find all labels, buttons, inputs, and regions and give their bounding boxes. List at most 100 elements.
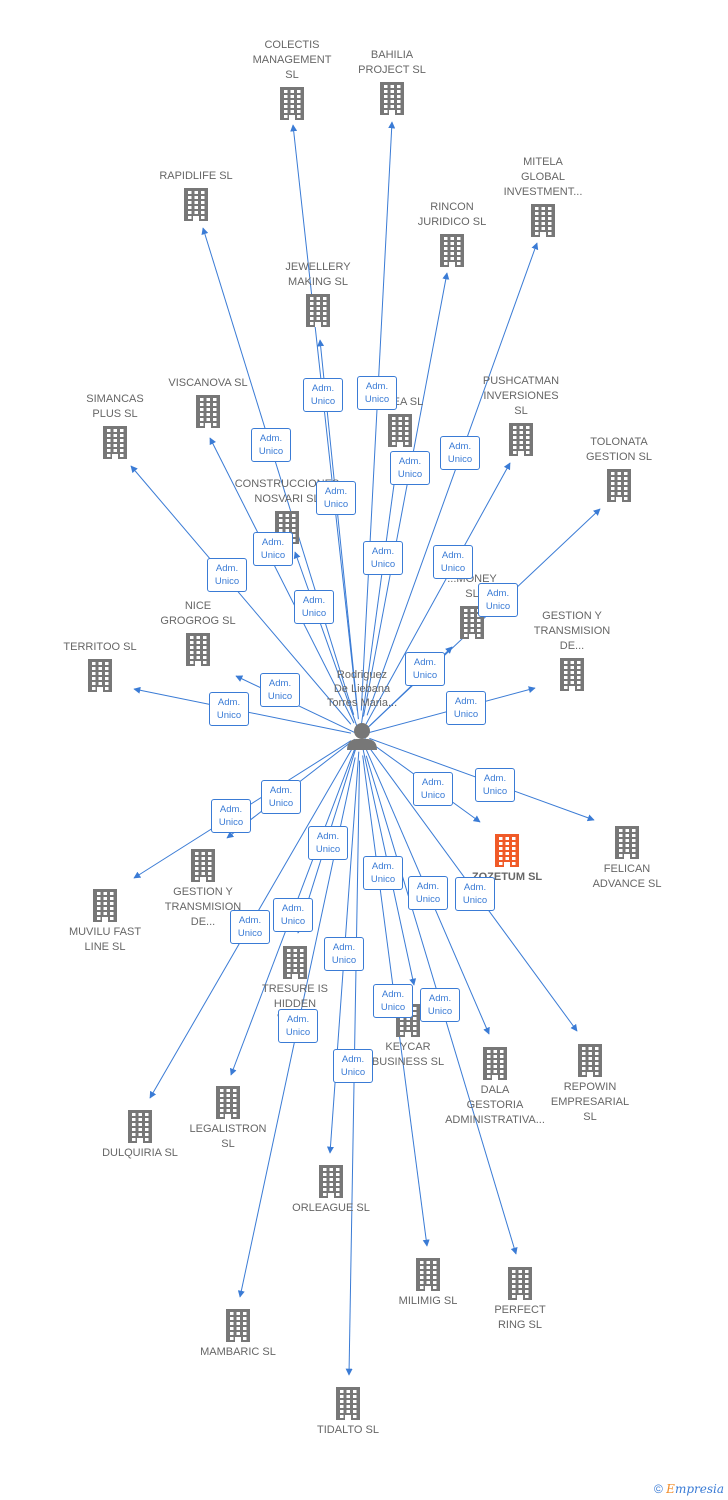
company-node[interactable]: NICE GROGROG SL: [143, 599, 253, 669]
adm-unico-badge[interactable]: Adm.Unico: [303, 378, 343, 412]
adm-unico-badge[interactable]: Adm.Unico: [261, 780, 301, 814]
adm-unico-badge[interactable]: Adm. Unico: [446, 691, 486, 725]
badge-line1: Adm.: [341, 1054, 365, 1065]
company-node[interactable]: CONSTRUCCIONES NOSVARI SL: [232, 477, 342, 547]
adm-unico-badge[interactable]: Adm.Unico: [211, 799, 251, 833]
company-label: DALA GESTORIA ADMINISTRATIVA...: [445, 1084, 545, 1126]
adm-unico-badge[interactable]: Adm.Unico: [333, 1049, 373, 1083]
company-label: VISCANOVA SL: [168, 377, 248, 389]
company-node[interactable]: SIMANCAS PLUS SL: [60, 392, 170, 462]
company-node[interactable]: ...MONEY SL: [417, 572, 527, 642]
adm-unico-badge[interactable]: Adm.Unico: [440, 436, 480, 470]
adm-unico-badge[interactable]: Adm.Unico: [294, 590, 334, 624]
adm-unico-badge[interactable]: Adm.Unico: [405, 652, 445, 686]
adm-unico-badge[interactable]: Adm.Unico: [324, 937, 364, 971]
badge-line2: Unico: [280, 916, 306, 927]
company-node[interactable]: RINCON JURIDICO SL: [397, 200, 507, 270]
adm-unico-badge[interactable]: Adm.Unico: [209, 692, 249, 726]
center-person-node[interactable]: Rodriguez De Liebana Torres Maria...: [307, 668, 417, 710]
company-node[interactable]: TOLONATA GESTION SL: [564, 435, 674, 505]
adm-unico-badge[interactable]: Adm.Unico: [363, 856, 403, 890]
company-node[interactable]: COLECTIS MANAGEMENT SL: [237, 38, 347, 123]
badge-line1: Adm.: [454, 696, 478, 707]
building-icon: [293, 1385, 403, 1421]
company-node[interactable]: LEGALISTRON SL: [173, 1082, 283, 1152]
badge-line1: Adm.: [261, 537, 285, 548]
company-node[interactable]: REPOWIN EMPRESARIAL SL: [535, 1040, 645, 1125]
adm-unico-badge[interactable]: Adm.Unico: [316, 481, 356, 515]
person-icon[interactable]: [347, 723, 377, 750]
adm-unico-badge[interactable]: Adm.Unico: [253, 532, 293, 566]
adm-unico-badge[interactable]: Adm.Unico: [363, 541, 403, 575]
badge-line2: Unico: [482, 786, 508, 797]
adm-unico-badge[interactable]: Adm.Unico: [308, 826, 348, 860]
adm-unico-badge[interactable]: Adm.Unico: [273, 898, 313, 932]
company-node[interactable]: MILIMIG SL: [373, 1254, 483, 1309]
company-node[interactable]: BAHILIA PROJECT SL: [337, 48, 447, 118]
company-node[interactable]: JEWELLERY MAKING SL: [263, 260, 373, 330]
company-node[interactable]: GESTION Y TRANSMISION DE...: [517, 609, 627, 694]
company-node[interactable]: PUSHCATMAN INVERSIONES SL: [466, 374, 576, 459]
adm-unico-badge[interactable]: Adm.Unico: [251, 428, 291, 462]
building-icon: [276, 1163, 386, 1199]
adm-unico-badge[interactable]: Adm.Unico: [357, 376, 397, 410]
adm-unico-badge[interactable]: Adm.Unico: [475, 768, 515, 802]
badge-line2: Unico: [380, 1002, 406, 1013]
adm-unico-badge[interactable]: Adm.Unico: [478, 583, 518, 617]
company-node[interactable]: MUVILU FAST LINE SL: [50, 885, 160, 955]
company-node[interactable]: MITELA GLOBAL INVESTMENT...: [488, 155, 598, 240]
badge-line2: Unico: [218, 817, 244, 828]
adm-unico-badge[interactable]: Adm.Unico: [408, 876, 448, 910]
company-node[interactable]: VISCANOVA SL: [153, 376, 263, 431]
building-icon: [397, 232, 507, 268]
building-icon: [85, 1108, 195, 1144]
copyright-symbol: ©: [653, 1482, 663, 1496]
company-node[interactable]: MAMBARIC SL: [183, 1305, 293, 1360]
badge-line1: Adm.: [413, 657, 437, 668]
adm-unico-badge[interactable]: Adm.Unico: [420, 988, 460, 1022]
adm-unico-badge[interactable]: Adm.Unico: [260, 673, 300, 707]
brand-logo[interactable]: Empresia: [666, 1482, 724, 1496]
company-node[interactable]: PERFECT RING SL: [465, 1263, 575, 1333]
company-node[interactable]: GESTION Y TRANSMISION DE...: [148, 845, 258, 930]
company-node[interactable]: TIDALTO SL: [293, 1383, 403, 1438]
company-node[interactable]: KEYCAR BUSINESS SL: [353, 1000, 463, 1070]
company-label: MITELA GLOBAL INVESTMENT...: [503, 156, 583, 198]
company-node[interactable]: DALA GESTORIA ADMINISTRATIVA...: [440, 1043, 550, 1128]
adm-unico-badge[interactable]: Adm.Unico: [207, 558, 247, 592]
center-person-label: Rodriguez De Liebana Torres Maria...: [326, 669, 398, 709]
adm-unico-badge[interactable]: Adm.Unico: [230, 910, 270, 944]
adm-unico-badge[interactable]: Adm.Unico: [390, 451, 430, 485]
company-label: RINCON JURIDICO SL: [417, 201, 487, 228]
building-icon: [148, 847, 258, 883]
edge-line: [360, 121, 396, 711]
company-node[interactable]: TERRITOO SL: [45, 640, 155, 695]
building-icon: [373, 1256, 483, 1292]
building-icon: [153, 393, 263, 429]
adm-unico-badge[interactable]: Adm.Unico: [413, 772, 453, 806]
badge-line1: Adm.: [398, 456, 422, 467]
company-node[interactable]: ZOZETUM SL: [452, 830, 562, 885]
badge-line2: Unico: [216, 710, 242, 721]
company-label: MAMBARIC SL: [200, 1346, 276, 1358]
adm-unico-badge[interactable]: Adm.Unico: [278, 1009, 318, 1043]
badge-line2: Unico: [301, 608, 327, 619]
badge-line2: Unico: [415, 894, 441, 905]
company-node[interactable]: TRESURE IS HIDDEN W... SL: [240, 942, 350, 1027]
badge-line1: Adm.: [371, 546, 395, 557]
adm-unico-badge[interactable]: Adm.Unico: [455, 877, 495, 911]
company-node[interactable]: ORLEAGUE SL: [276, 1161, 386, 1216]
adm-unico-badge[interactable]: Adm.Unico: [433, 545, 473, 579]
company-node[interactable]: DULQUIRIA SL: [85, 1106, 195, 1161]
adm-unico-badge[interactable]: Adm.Unico: [373, 984, 413, 1018]
badge-line2: Unico: [420, 790, 446, 801]
company-node[interactable]: FELICAN ADVANCE SL: [572, 822, 682, 892]
badge-line2: Unico: [453, 709, 479, 720]
badge-line1: Adm.: [441, 550, 465, 561]
company-label: BAHILIA PROJECT SL: [358, 49, 426, 76]
company-node[interactable]: RAPIDLIFE SL: [141, 169, 251, 224]
badge-line1: Adm.: [365, 381, 389, 392]
badge-line2: Unico: [323, 499, 349, 510]
